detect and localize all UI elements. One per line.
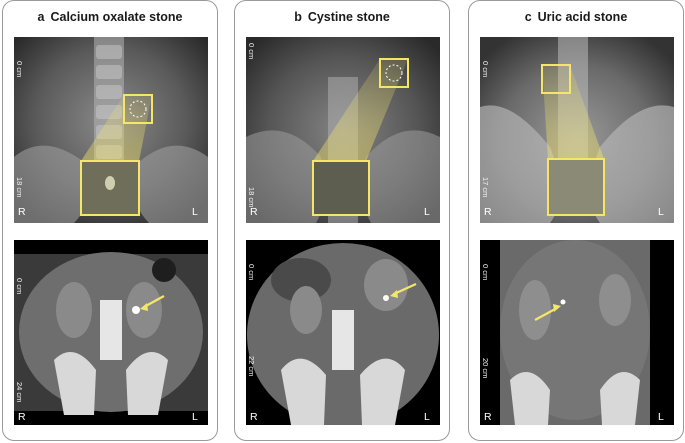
xray-scale-top: 0 cm — [15, 61, 24, 78]
ct-scale-top: 0 cm — [15, 278, 24, 295]
ct-scale-bottom: 24 cm — [15, 382, 24, 403]
panel-letter: b — [294, 10, 302, 24]
ct-scale-bottom: 20 cm — [481, 358, 490, 379]
ct-left-side-label: L — [192, 411, 198, 423]
ct-left-side-label: L — [424, 411, 430, 423]
xray-image: 0 cm 17 cm R L — [480, 37, 674, 223]
xray-scale-bottom: 17 cm — [481, 177, 490, 198]
panel-b: b Cystine stone 0 cm 18 cm R L — [234, 0, 450, 441]
panel-title: c Uric acid stone — [469, 10, 683, 24]
ct-right-side-label: R — [18, 411, 26, 423]
panel-a: a Calcium oxalate stone — [2, 0, 218, 441]
xray-scale-top: 0 cm — [247, 43, 256, 60]
ct-scale-top: 0 cm — [481, 264, 490, 281]
xray-scale-top: 0 cm — [481, 61, 490, 78]
panel-title: a Calcium oxalate stone — [3, 10, 217, 24]
ct-scale-top: 0 cm — [247, 264, 256, 281]
ct-image: 0 cm 24 cm R L — [14, 240, 208, 425]
panel-name: Uric acid stone — [537, 10, 628, 24]
xray-left-side-label: L — [424, 206, 430, 218]
xray-right-side-label: R — [484, 206, 492, 218]
xray-right-side-label: R — [18, 206, 26, 218]
ct-image: 0 cm 20 cm R L — [480, 240, 674, 425]
xray-right-side-label: R — [250, 206, 258, 218]
ct-left-side-label: L — [658, 411, 664, 423]
xray-left-side-label: L — [192, 206, 198, 218]
panel-title: b Cystine stone — [235, 10, 449, 24]
panel-letter: c — [524, 10, 532, 24]
xray-image: 0 cm 18 cm R L — [246, 37, 440, 223]
panel-name: Calcium oxalate stone — [50, 10, 183, 24]
ct-scale-bottom: 22 cm — [247, 356, 256, 377]
panel-name: Cystine stone — [307, 10, 390, 24]
ct-right-side-label: R — [250, 411, 258, 423]
xray-left-side-label: L — [658, 206, 664, 218]
ct-image: 0 cm 22 cm R L — [246, 240, 440, 425]
xray-scale-bottom: 18 cm — [15, 177, 24, 198]
xray-scale-bottom: 18 cm — [247, 187, 256, 208]
panel-letter: a — [37, 10, 45, 24]
ct-right-side-label: R — [484, 411, 492, 423]
xray-image: 0 cm 18 cm R L — [14, 37, 208, 223]
panel-c: c Uric acid stone 0 cm 17 cm R L — [468, 0, 684, 441]
